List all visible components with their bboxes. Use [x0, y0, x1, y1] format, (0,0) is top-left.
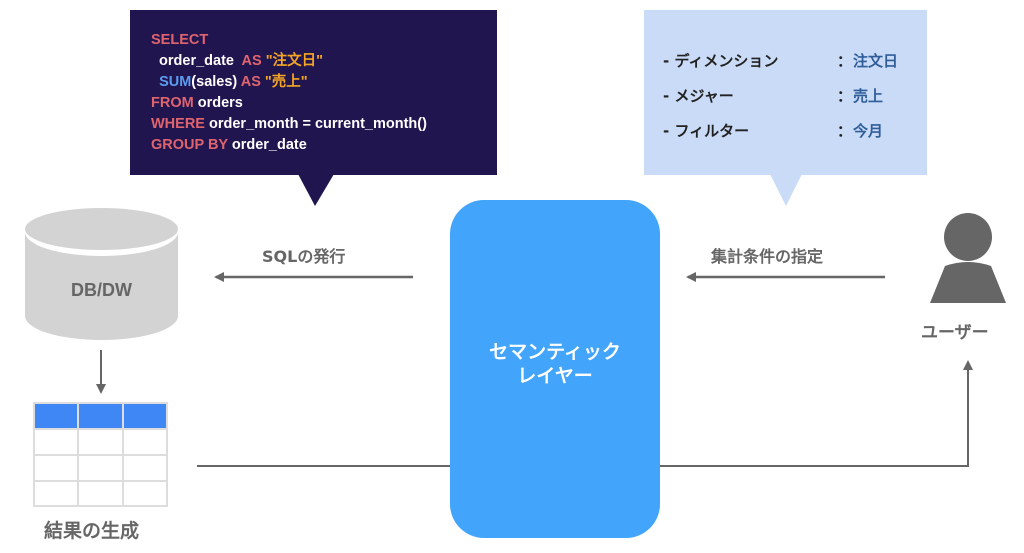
- sql-token-kw: AS: [241, 53, 266, 69]
- sql-line: order_date AS "注文日": [151, 51, 427, 72]
- sql-line: WHERE order_month = current_month(): [151, 114, 427, 135]
- sql-line: GROUP BY order_date: [151, 135, 427, 156]
- sql-line: SELECT: [151, 30, 427, 51]
- condition-key: - フィルター: [663, 122, 750, 140]
- sql-token-str: "注文日": [265, 53, 323, 69]
- semantic-layer-label-line2: レイヤー: [517, 365, 593, 387]
- sql-issue-label: SQLの発行: [262, 247, 346, 266]
- sql-token-fn: SUM: [159, 74, 192, 90]
- sql-line: SUM(sales) AS "売上": [151, 72, 427, 93]
- sql-token-plain: order_date: [231, 137, 307, 153]
- condition-separator: ：: [837, 122, 853, 140]
- sql-bubble-tail: [298, 174, 334, 206]
- db-label: DB/DW: [71, 280, 132, 300]
- sql-line: FROM orders: [151, 93, 427, 114]
- sql-token-plain: order_date: [151, 53, 242, 69]
- sql-token-kw: SELECT: [151, 32, 209, 48]
- condition-key: - ディメンション: [663, 52, 779, 70]
- user-icon: [930, 213, 1006, 303]
- condition-value: 注文日: [853, 52, 899, 70]
- specify-conditions-label: 集計条件の指定: [711, 247, 824, 266]
- sql-token-plain: [151, 74, 159, 90]
- query-conditions-bubble: [644, 10, 927, 175]
- sql-token-kw: AS: [240, 74, 265, 90]
- condition-value: 売上: [853, 87, 884, 105]
- sql-bubble: [130, 10, 497, 175]
- condition-key: - メジャー: [663, 87, 734, 105]
- sql-token-plain: orders: [197, 95, 243, 111]
- database-icon: [25, 208, 178, 340]
- condition-value: 今月: [853, 122, 884, 140]
- semantic-layer-label: セマンティック レイヤー: [450, 340, 660, 388]
- user-label: ユーザー: [921, 323, 989, 343]
- sql-token-str: "売上": [264, 74, 308, 90]
- query-bubble-tail: [770, 174, 802, 206]
- sql-token-kw: WHERE: [151, 116, 209, 132]
- semantic-layer-label-line1: セマンティック: [489, 341, 621, 363]
- query-conditions-list: - ディメンション ： 注文日 - メジャー ： 売上 - フィルター ： 今月: [663, 50, 923, 150]
- result-label: 結果の生成: [44, 520, 140, 542]
- semantic-layer-node: [450, 200, 660, 538]
- condition-separator: ：: [837, 87, 853, 105]
- sql-code: SELECT order_date AS "注文日" SUM(sales) AS…: [151, 30, 427, 156]
- result-table-icon: [33, 402, 168, 507]
- sql-token-plain: (sales): [191, 74, 241, 90]
- sql-token-kw: GROUP BY: [151, 137, 232, 153]
- condition-separator: ：: [837, 52, 853, 70]
- sql-token-plain: order_month = current_month(): [209, 116, 427, 132]
- arrow-semantic-to-user: [658, 360, 973, 467]
- sql-token-kw: FROM: [151, 95, 198, 111]
